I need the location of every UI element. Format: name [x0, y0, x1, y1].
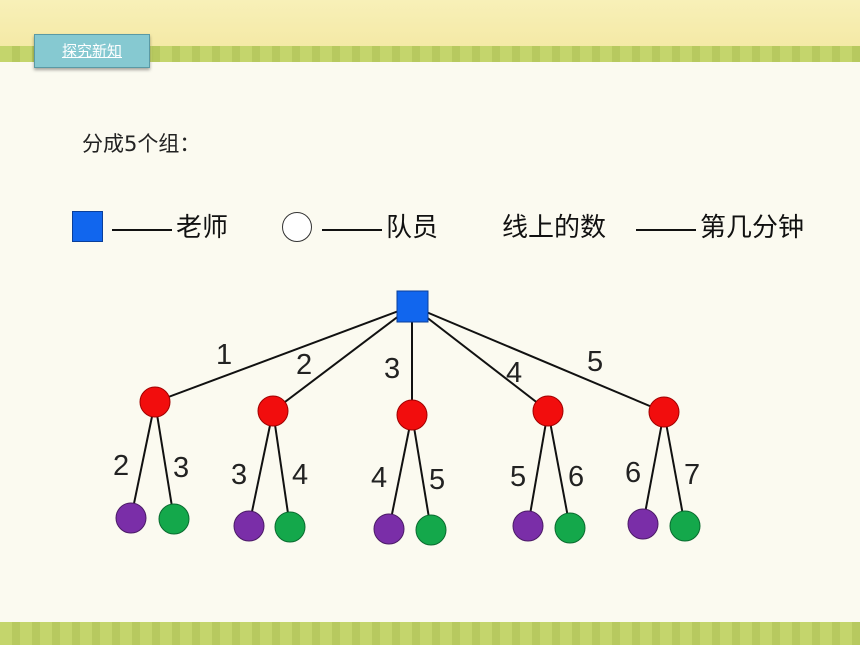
edge-label-4: 4 — [506, 357, 522, 389]
group-1-left-leaf — [115, 502, 147, 534]
group-2-member-node — [257, 395, 289, 427]
legend-teacher-label: 老师 — [176, 213, 229, 243]
intro-text: 分成5个组： — [82, 132, 201, 156]
bottom-decorative-border — [0, 622, 860, 645]
legend-line-number-label: 线上的数 — [502, 213, 607, 243]
group-2-right-edge — [272, 410, 291, 528]
edge-4 — [411, 305, 549, 412]
group-1-left-edge — [130, 401, 156, 519]
legend-dash-member — [322, 229, 382, 231]
group-5-right-edge — [663, 411, 686, 527]
group-1-left-label: 2 — [113, 450, 129, 482]
legend-minute-label: 第几分钟 — [700, 213, 805, 243]
group-5-left-label: 6 — [625, 457, 641, 489]
edge-2 — [272, 305, 413, 412]
group-4-member-node — [532, 395, 564, 427]
group-3-member-node — [396, 399, 428, 431]
group-1-right-edge — [154, 401, 175, 520]
group-1-right-label: 3 — [173, 452, 189, 484]
group-2-right-label: 4 — [292, 459, 308, 491]
group-1-member-node — [139, 386, 171, 418]
legend-member-circle-icon — [282, 212, 312, 242]
group-5-left-leaf — [627, 508, 659, 540]
group-4-left-edge — [527, 410, 549, 527]
edge-label-2: 2 — [296, 349, 312, 381]
group-4-right-label: 6 — [568, 461, 584, 493]
top-grass-stripe — [0, 46, 860, 62]
group-2-left-leaf — [233, 510, 265, 542]
group-3-left-leaf — [373, 513, 405, 545]
legend-member-label: 队员 — [386, 213, 439, 243]
group-3-left-edge — [388, 414, 413, 530]
legend-dash-minute — [636, 229, 696, 231]
edge-label-5: 5 — [587, 346, 603, 378]
group-2-left-label: 3 — [231, 459, 247, 491]
edge-label-1: 1 — [216, 339, 232, 371]
edge-label-3: 3 — [384, 353, 400, 385]
group-2-left-edge — [248, 410, 274, 527]
group-3-right-label: 5 — [429, 464, 445, 496]
group-5-member-node — [648, 396, 680, 428]
group-4-right-leaf — [554, 512, 586, 544]
edge-1 — [154, 305, 413, 403]
section-badge[interactable]: 探究新知 — [34, 34, 150, 68]
group-3-left-label: 4 — [371, 462, 387, 494]
group-1-right-leaf — [158, 503, 190, 535]
group-4-right-edge — [547, 410, 571, 529]
group-5-right-leaf — [669, 510, 701, 542]
group-4-left-label: 5 — [510, 461, 526, 493]
group-4-left-leaf — [512, 510, 544, 542]
group-3-right-leaf — [415, 514, 447, 546]
legend-dash-teacher — [112, 229, 172, 231]
legend-teacher-square-icon — [72, 211, 103, 242]
teacher-node — [396, 290, 429, 323]
group-2-right-leaf — [274, 511, 306, 543]
group-3-right-edge — [411, 414, 432, 531]
group-5-left-edge — [642, 411, 665, 525]
edge-5 — [411, 305, 665, 413]
group-5-right-label: 7 — [684, 459, 700, 491]
